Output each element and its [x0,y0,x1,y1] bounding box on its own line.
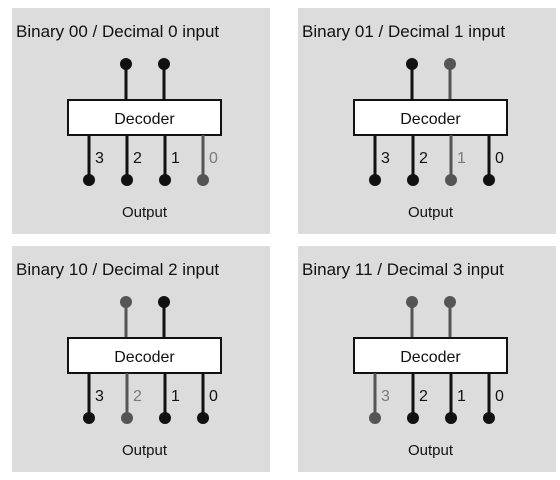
input-dot-0 [120,58,132,70]
output-dot-2 [121,412,133,424]
decoder-box [353,337,508,374]
decoder-box [67,337,222,374]
output-dot-3 [369,412,381,424]
output-dot-1 [445,174,457,186]
output-pin-label-3: 3 [381,150,390,167]
input-dot-0 [406,58,418,70]
output-caption: Output [408,442,454,459]
input-dot-1 [444,58,456,70]
decoder-label: Decoder [400,111,461,128]
output-caption: Output [122,204,168,221]
output-pin-label-0: 0 [209,388,218,405]
output-pin-label-2: 2 [419,150,428,167]
output-caption: Output [122,442,168,459]
output-pin-label-3: 3 [95,388,104,405]
output-dot-3 [83,412,95,424]
output-pin-label-2: 2 [133,388,142,405]
decoder-box [67,99,222,136]
panel-title: Binary 00 / Decimal 0 input [16,22,219,41]
output-dot-2 [121,174,133,186]
output-pin-label-3: 3 [381,388,390,405]
decoder-label: Decoder [114,349,175,366]
output-pin-label-3: 3 [95,150,104,167]
decoder-box [353,99,508,136]
output-pin-label-2: 2 [133,150,142,167]
output-pin-label-2: 2 [419,388,428,405]
panel-title: Binary 10 / Decimal 2 input [16,260,219,279]
output-dot-0 [483,174,495,186]
output-pin-label-1: 1 [457,150,466,167]
output-dot-0 [197,412,209,424]
output-dot-2 [407,174,419,186]
output-dot-1 [159,412,171,424]
output-dot-1 [159,174,171,186]
panel-title: Binary 11 / Decimal 3 input [302,260,504,279]
output-pin-label-0: 0 [495,388,504,405]
output-pin-label-0: 0 [209,150,218,167]
input-dot-1 [158,58,170,70]
input-dot-0 [120,296,132,308]
output-pin-label-1: 1 [457,388,466,405]
output-dot-0 [483,412,495,424]
output-dot-1 [445,412,457,424]
input-dot-1 [158,296,170,308]
output-pin-label-0: 0 [495,150,504,167]
output-pin-label-1: 1 [171,388,180,405]
panel-title: Binary 01 / Decimal 1 input [302,22,505,41]
decoder-label: Decoder [114,111,175,128]
output-dot-3 [369,174,381,186]
output-dot-2 [407,412,419,424]
decoder-label: Decoder [400,349,461,366]
output-dot-3 [83,174,95,186]
output-caption: Output [408,204,454,221]
output-pin-label-1: 1 [171,150,180,167]
output-dot-0 [197,174,209,186]
input-dot-0 [406,296,418,308]
input-dot-1 [444,296,456,308]
